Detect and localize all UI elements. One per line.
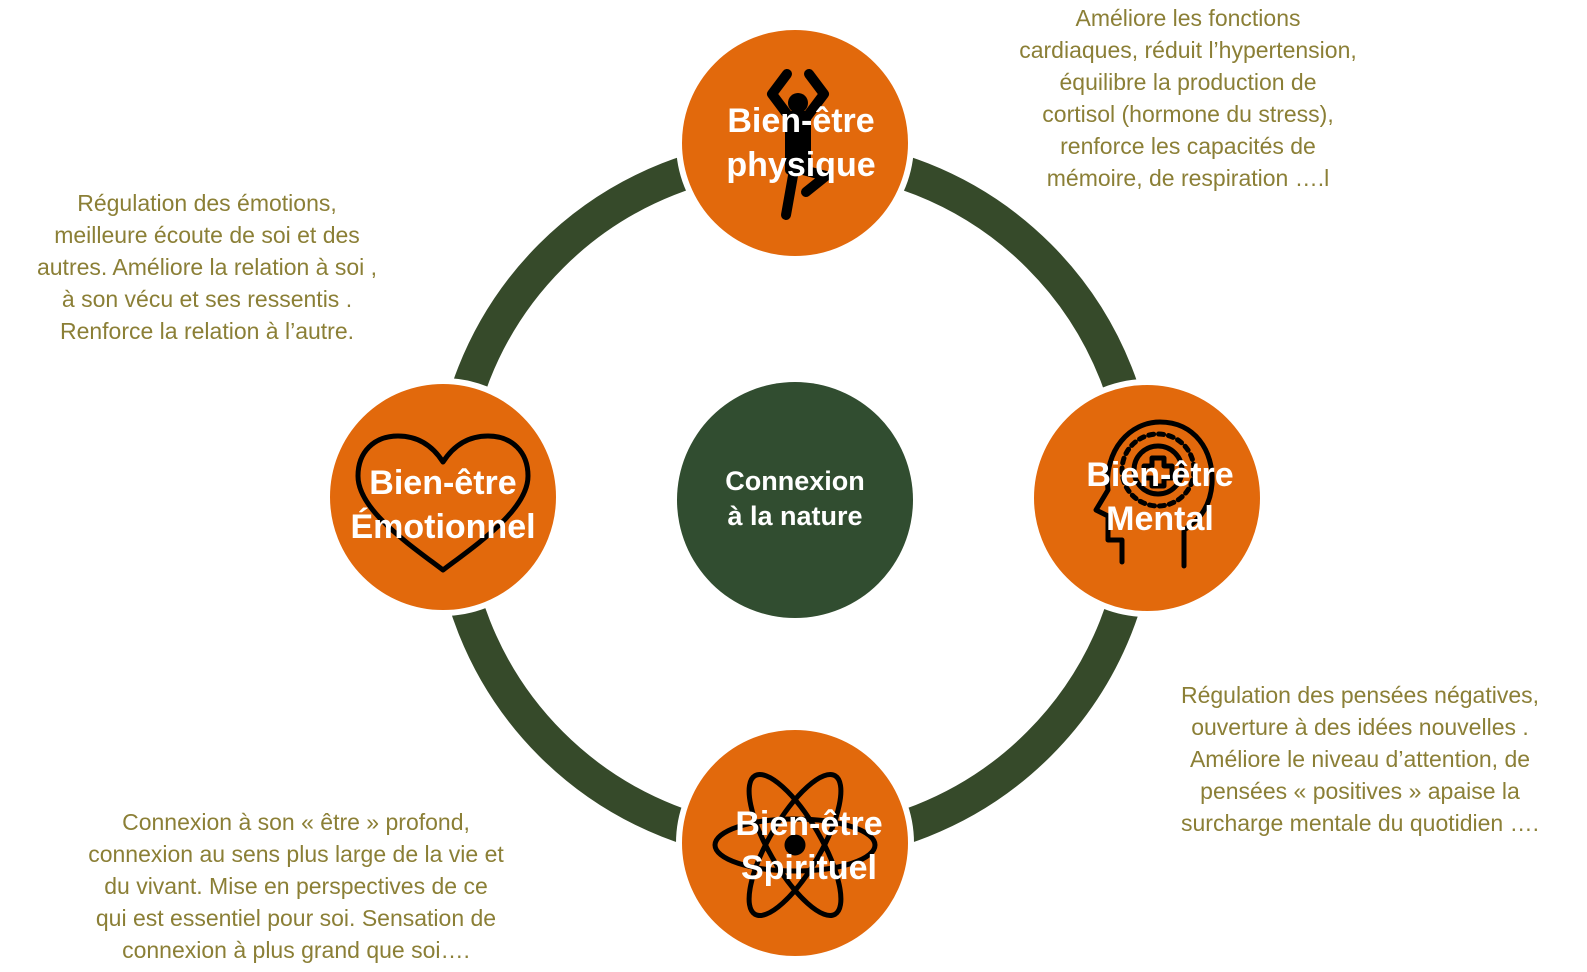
atom-icon (712, 772, 878, 918)
dancing-person-icon (767, 69, 831, 220)
center-label: Connexion à la nature (725, 464, 865, 534)
node-physique-label: Bien-être physique (726, 99, 875, 187)
description-emotionnel: Régulation des émotions, meilleure écout… (37, 187, 377, 347)
description-line: cortisol (hormone du stress), (1042, 101, 1334, 127)
description-line: connexion à plus grand que soi…. (122, 937, 470, 963)
node-emotionnel-line2: Émotionnel (350, 508, 536, 546)
description-line: qui est essentiel pour soi. Sensation de (95, 905, 497, 931)
description-line: pensées « positives » apaise la (1200, 778, 1520, 804)
node-emotionnel-label: Bien-être Émotionnel (350, 461, 535, 549)
description-line: autres. Améliore la relation à soi , (36, 254, 378, 280)
description-mental: Régulation des pensées négatives, ouvert… (1181, 679, 1539, 839)
center-label-line2: à la nature (727, 501, 863, 531)
description-line: équilibre la production de (1059, 69, 1317, 95)
description-line: Connexion à son « être » profond, (122, 809, 470, 835)
node-physique-line1: Bien-être (727, 101, 875, 140)
description-line: Améliore les fonctions (1075, 5, 1301, 31)
description-line: Renforce la relation à l’autre. (59, 318, 355, 344)
description-line: renforce les capacités de (1060, 133, 1316, 159)
node-spirituel-line2: Spirituel (740, 849, 878, 887)
description-spirituel: Connexion à son « être » profond, connex… (88, 806, 504, 966)
description-line: à son vécu et ses ressentis . (61, 286, 353, 312)
description-line: ouverture à des idées nouvelles . (1191, 714, 1529, 740)
node-mental-line1: Bien-être (1086, 455, 1234, 494)
node-physique-line2: physique (726, 146, 876, 184)
description-physique: Améliore les fonctions cardiaques, rédui… (1019, 2, 1357, 194)
node-mental-circle (1028, 379, 1266, 617)
center-label-line1: Connexion (725, 465, 865, 496)
description-line: Améliore le niveau d’attention, de (1189, 746, 1531, 772)
description-line: Régulation des pensées négatives, (1180, 682, 1540, 708)
heart-icon (355, 433, 531, 573)
center-circle (677, 382, 913, 618)
node-spirituel-label: Bien-être Spirituel (735, 802, 882, 890)
description-line: mémoire, de respiration ….l (1046, 165, 1330, 191)
node-mental-line2: Mental (1106, 500, 1214, 538)
head-brain-icon (1093, 419, 1215, 569)
node-spirituel-line1: Bien-être (735, 804, 883, 843)
node-emotionnel-line1: Bien-être (369, 463, 517, 502)
description-line: Régulation des émotions, (77, 190, 337, 216)
description-line: surcharge mentale du quotidien …. (1181, 810, 1539, 836)
description-line: connexion au sens plus large de la vie e… (88, 841, 504, 867)
description-line: du vivant. Mise en perspectives de ce (104, 873, 488, 899)
node-mental-label: Bien-être Mental (1086, 453, 1233, 541)
description-line: meilleure écoute de soi et des (54, 222, 360, 248)
description-line: cardiaques, réduit l’hypertension, (1019, 37, 1357, 63)
